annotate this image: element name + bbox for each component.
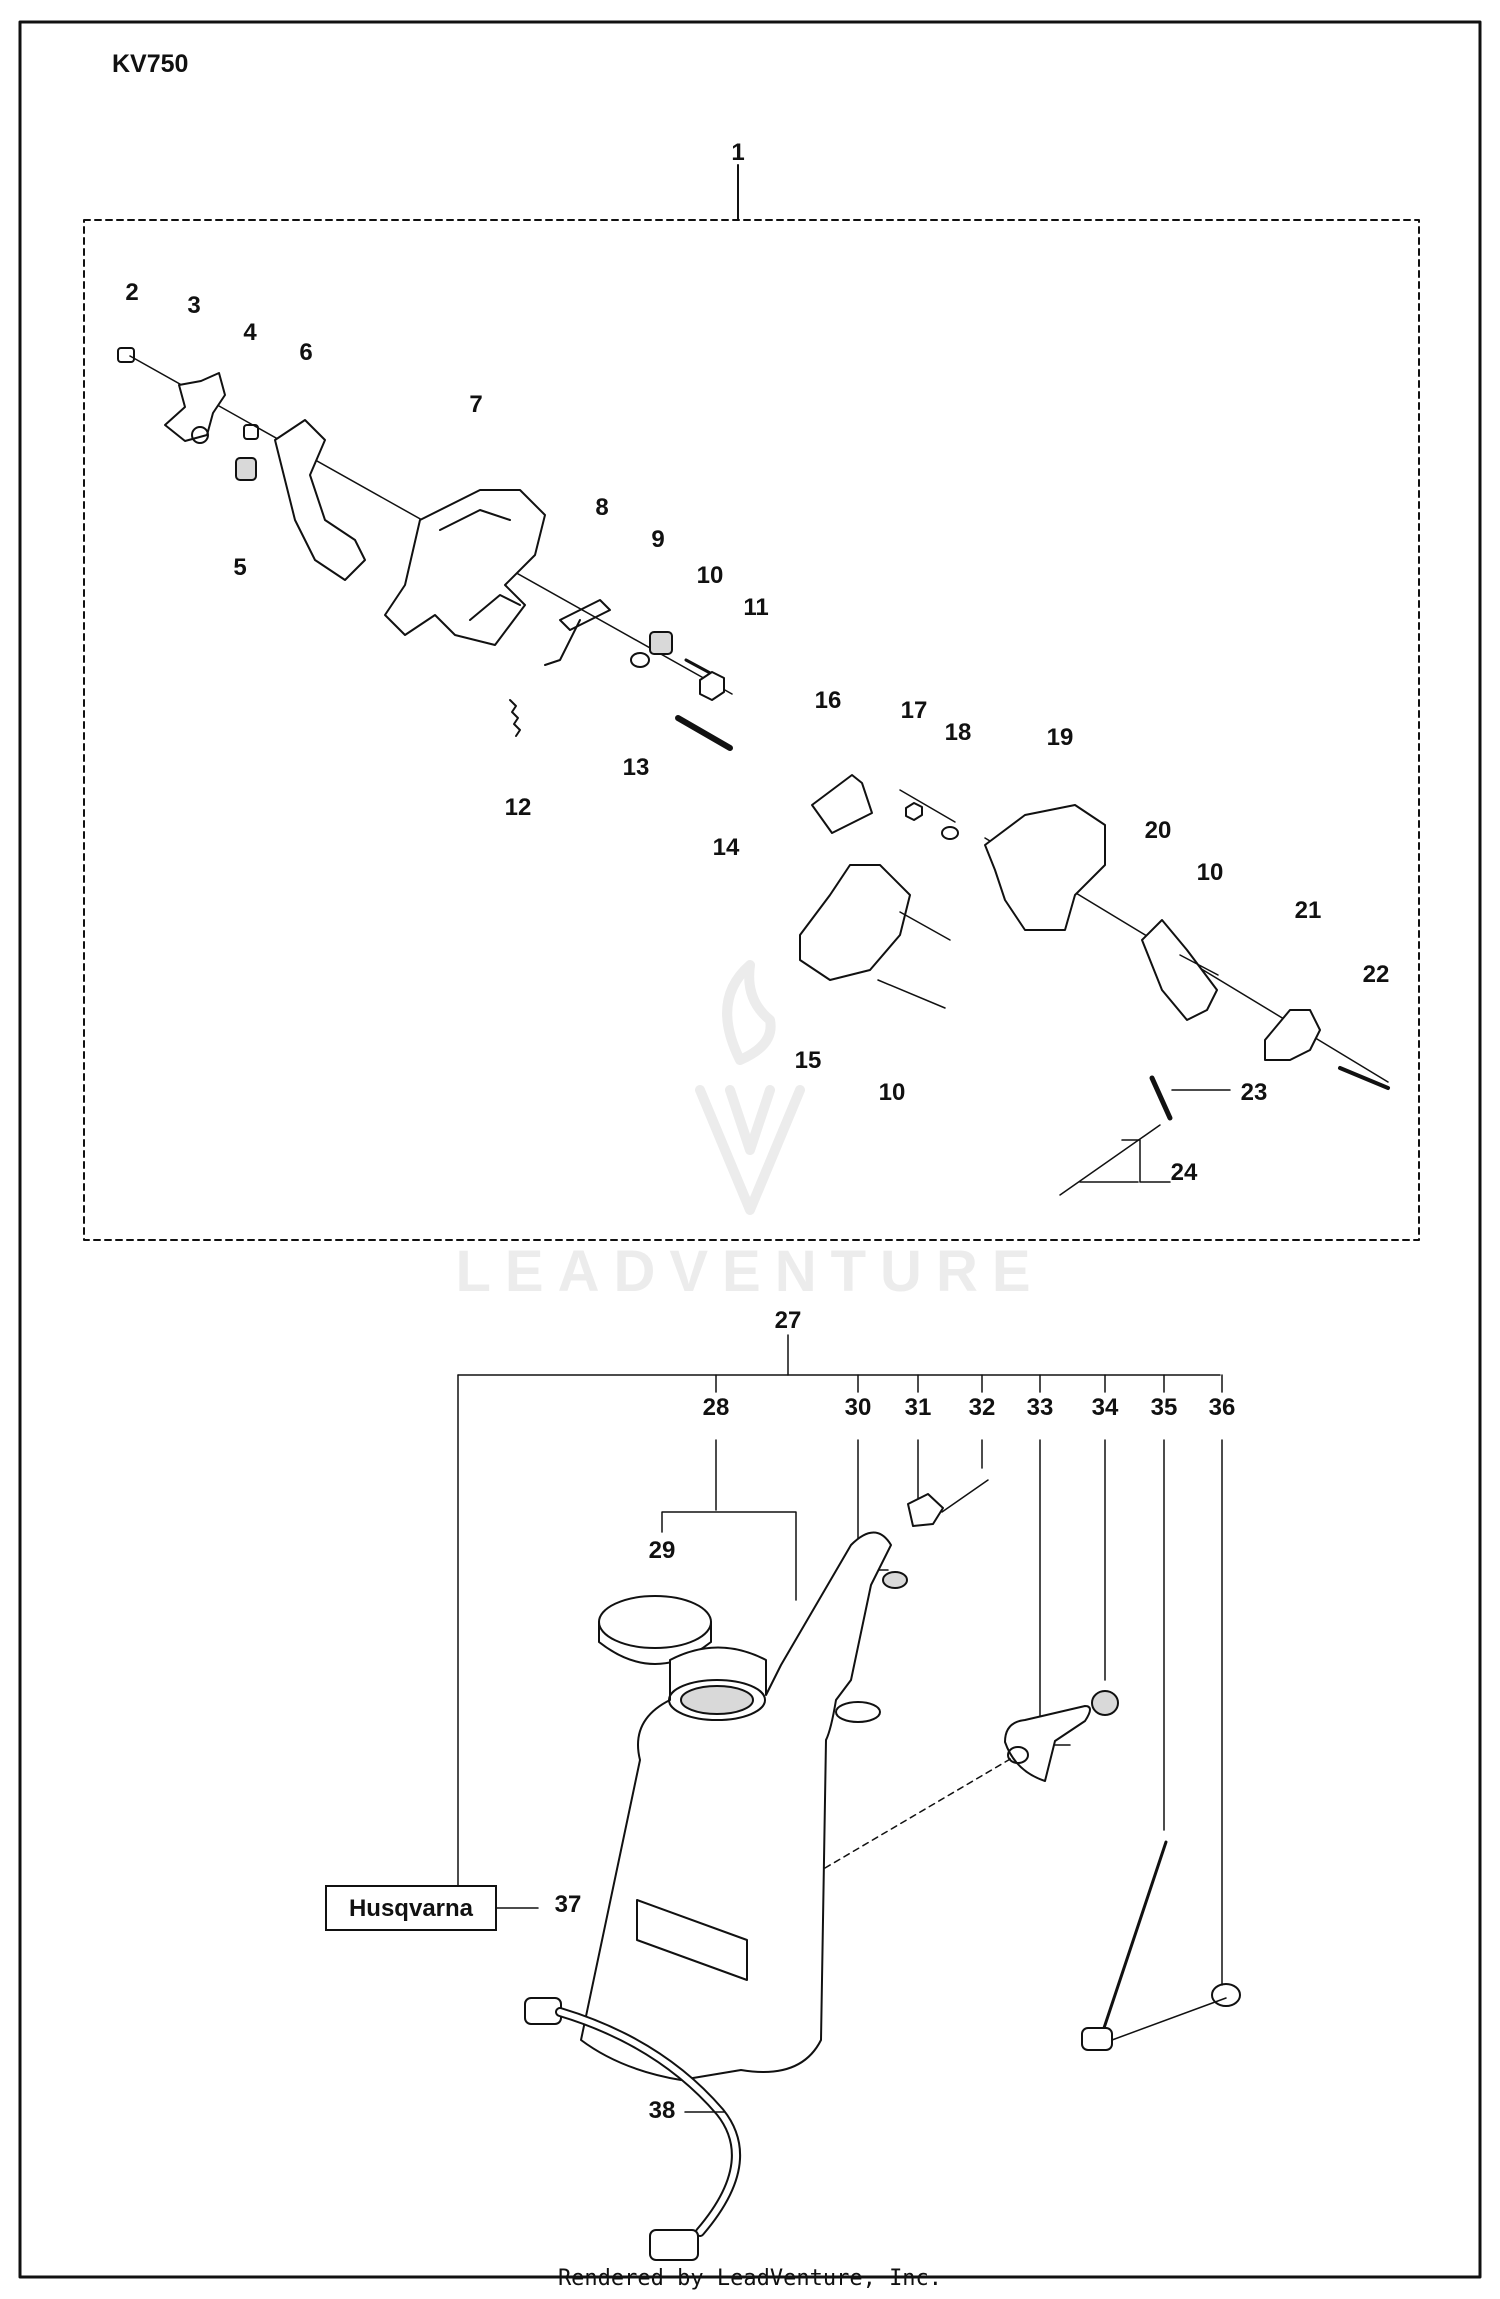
page-border — [18, 20, 1482, 2279]
callout-4: 4 — [243, 319, 257, 346]
callout-21: 21 — [1295, 897, 1322, 924]
callout-23: 23 — [1241, 1079, 1268, 1106]
callout-36: 36 — [1209, 1394, 1236, 1421]
callout-5: 5 — [233, 554, 246, 581]
callout-10a: 10 — [697, 562, 724, 589]
footer-credit: Rendered by LeadVenture, Inc. — [557, 2266, 943, 2291]
callout-33: 33 — [1027, 1394, 1054, 1421]
part-21-knob — [1264, 1009, 1321, 1061]
part-20-clamp — [1141, 919, 1218, 1021]
callout-34: 34 — [1092, 1394, 1119, 1421]
callout-22: 22 — [1363, 961, 1390, 988]
part-37-label-text: Husqvarna — [349, 1895, 474, 1922]
callout-24: 24 — [1171, 1159, 1198, 1186]
part-7-housing — [384, 489, 546, 646]
part-30-grommet — [882, 1571, 908, 1589]
part-12-spring — [509, 699, 521, 737]
axis-line-16 — [899, 789, 956, 823]
part-35-tube — [1098, 1840, 1168, 2042]
callout-11: 11 — [743, 594, 768, 621]
callout-37: 37 — [555, 1891, 582, 1918]
callout-3: 3 — [187, 292, 200, 319]
callout-9: 9 — [651, 526, 664, 553]
model-title: KV750 — [112, 50, 189, 78]
part-18-washer — [941, 826, 959, 840]
part-31-fitting — [907, 1493, 944, 1527]
part-23-pin — [1149, 1075, 1173, 1121]
part-10a-screw — [684, 658, 714, 676]
leader-28-branch — [661, 1511, 797, 1601]
part-38-hose-end-b — [649, 2229, 699, 2261]
callout-18: 18 — [945, 719, 972, 746]
part-10c-screw — [1179, 954, 1219, 976]
part-10b-screw-b — [877, 979, 946, 1009]
part-6-clamp — [274, 419, 366, 581]
part-5-spacer — [235, 457, 257, 481]
callout-31: 31 — [905, 1394, 932, 1421]
callout-29: 29 — [649, 1537, 676, 1564]
part-2-bolt — [117, 347, 135, 363]
part-24-pins — [1059, 1124, 1161, 1196]
callout-2: 2 — [125, 279, 138, 306]
dashed-mount-line — [824, 1757, 1013, 1869]
part-37-label-box — [325, 1885, 497, 1931]
part-29-cap — [598, 1595, 712, 1649]
callout-17: 17 — [901, 697, 928, 724]
callout-32: 32 — [969, 1394, 996, 1421]
part-9-spacer — [649, 631, 673, 655]
part-32-wire — [941, 1479, 989, 1513]
callout-35: 35 — [1151, 1394, 1178, 1421]
callout-15: 15 — [795, 1047, 822, 1074]
callout-12: 12 — [505, 794, 532, 821]
part-19-cover — [984, 804, 1106, 931]
leader-24 — [1079, 1139, 1171, 1183]
callout-19: 19 — [1047, 724, 1074, 751]
watermark-text: LEADVENTURE — [455, 1239, 1045, 1304]
callout-16: 16 — [815, 687, 842, 714]
part-16-clip — [811, 774, 873, 834]
callout-10b: 10 — [879, 1079, 906, 1106]
callout-10c: 10 — [1197, 859, 1224, 886]
callout-14: 14 — [713, 834, 740, 861]
part-14-rod — [675, 715, 733, 751]
callout-20: 20 — [1145, 817, 1172, 844]
part-35-filter — [1081, 2027, 1113, 2051]
callout-1: 1 — [731, 139, 744, 166]
part-3-knob — [164, 372, 226, 442]
part-36-oring — [1211, 1983, 1241, 2007]
part-13-washer — [630, 652, 650, 668]
callout-38: 38 — [649, 2097, 676, 2124]
callout-13: 13 — [623, 754, 650, 781]
part-22-bolt — [1338, 1066, 1390, 1090]
callout-6: 6 — [299, 339, 312, 366]
callout-8: 8 — [595, 494, 608, 521]
callout-7: 7 — [469, 391, 482, 418]
part-11-nut — [699, 671, 725, 701]
part-33-bracket — [1004, 1705, 1091, 1782]
callout-30: 30 — [845, 1394, 872, 1421]
part-8-bracket — [559, 599, 611, 631]
part-4-bolt — [243, 424, 259, 440]
callout-28: 28 — [703, 1394, 730, 1421]
part-15-housing — [799, 864, 911, 981]
leader-33 — [1039, 1439, 1071, 1746]
part-10b-screw-a — [899, 911, 951, 941]
watermark-logo — [695, 960, 805, 1215]
part-17-nut — [905, 802, 923, 821]
part-34-nut — [1091, 1690, 1119, 1716]
assembly-box-1 — [83, 219, 1420, 1241]
callout-27: 27 — [775, 1307, 802, 1334]
